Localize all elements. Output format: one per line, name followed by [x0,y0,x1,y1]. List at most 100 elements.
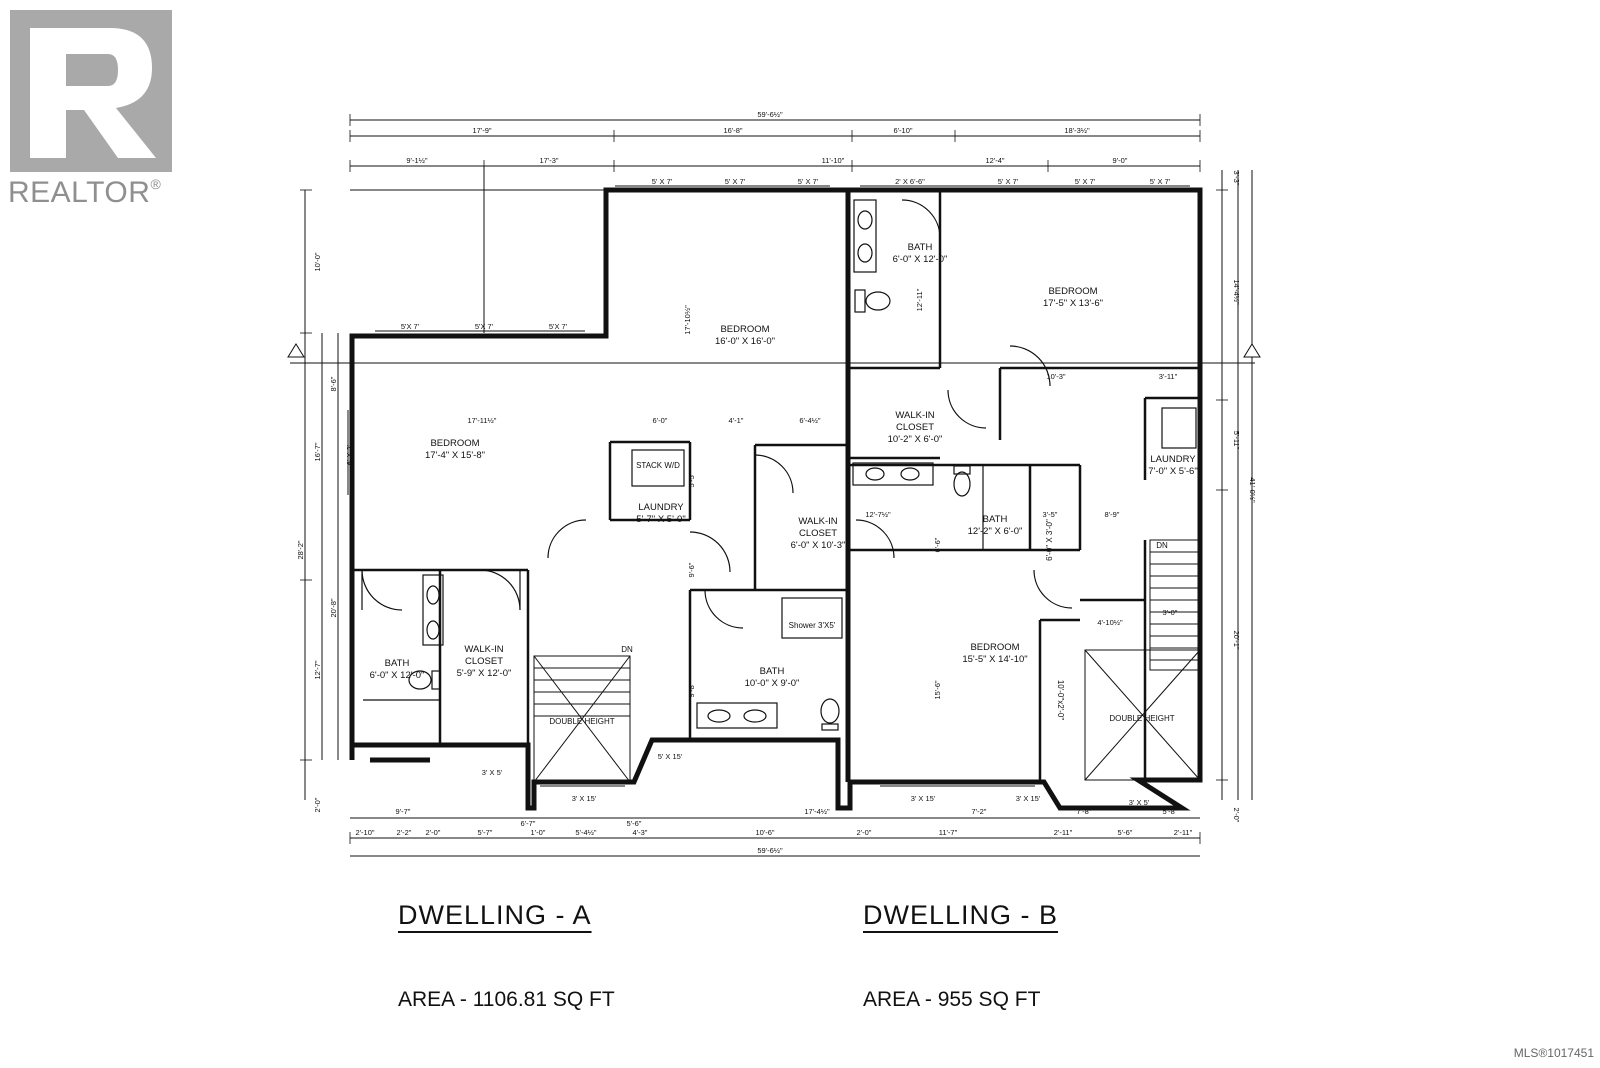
svg-text:17'-4½": 17'-4½" [804,807,830,816]
svg-text:5'-5": 5'-5" [687,472,696,487]
svg-text:17'-11½": 17'-11½" [468,416,497,425]
dwelling-a-title: DWELLING - A [398,900,592,930]
svg-text:9'-0": 9'-0" [1113,156,1128,165]
svg-text:41'-0½": 41'-0½" [1248,477,1257,503]
fixture-labels: STACK W/D Shower 3'X5' DOUBLE HEIGHT DOU… [549,461,1174,726]
room-name: BEDROOM [970,642,1019,653]
svg-text:4'-1": 4'-1" [729,416,744,425]
svg-text:12'-11": 12'-11" [915,288,924,311]
svg-text:2'-0": 2'-0" [857,828,872,837]
room-name: BATH [385,658,410,669]
svg-text:3' X 15': 3' X 15' [1016,794,1041,803]
svg-text:14'-4½": 14'-4½" [1232,279,1241,305]
svg-text:3'-11": 3'-11" [1159,372,1178,381]
overall-bottom-dim: 59'-6½" [757,846,783,855]
svg-text:8'-6": 8'-6" [329,376,338,391]
overall-top-dim: 59'-6½" [757,110,783,119]
room-name: WALK-IN [798,516,837,527]
room-name: CLOSET [465,656,503,667]
svg-text:5' X 7': 5' X 7' [652,177,673,186]
realtor-logo: REALTOR® [8,8,178,213]
room-size: 15'-5" X 14'-10" [962,654,1027,665]
svg-text:2'-0": 2'-0" [426,828,441,837]
svg-text:5'-7": 5'-7" [478,828,493,837]
interior-walls [352,190,1200,782]
room-size: 6'-0" X 12'-0" [370,670,425,681]
svg-text:9'-7": 9'-7" [396,807,411,816]
svg-text:3' X 15': 3' X 15' [911,794,936,803]
svg-text:2'-0": 2'-0" [313,797,322,812]
room-name: WALK-IN [895,410,934,421]
down-label: DN [1156,541,1168,550]
svg-text:8'-9": 8'-9" [1105,510,1120,519]
svg-text:5' X 7': 5' X 7' [1075,177,1096,186]
svg-text:3'-5": 3'-5" [1043,510,1058,519]
svg-text:5' X 7': 5' X 7' [798,177,819,186]
svg-text:5'-6": 5'-6" [1118,828,1133,837]
dwelling-b-title: DWELLING - B [863,900,1059,930]
stairs [533,539,1201,783]
fixtures [363,199,1197,731]
windows [347,185,1190,787]
svg-text:6' X 2': 6' X 2' [345,444,354,465]
svg-text:3' X 15': 3' X 15' [572,794,597,803]
room-name: CLOSET [799,528,837,539]
svg-text:6'-0": 6'-0" [653,416,668,425]
svg-text:6'-7": 6'-7" [521,819,536,828]
svg-text:5'X 7': 5'X 7' [401,322,420,331]
dwelling-a-area: AREA - 1106.81 SQ FT [398,988,615,1011]
room-size: 10'-2" X 6'-0" [888,434,943,445]
svg-text:7'-2": 7'-2" [972,807,987,816]
svg-text:2'-0": 2'-0" [1232,808,1241,823]
room-size: 5'-7" X 5'-0" [636,514,685,525]
room-name: LAUNDRY [638,502,684,513]
double-sink-icon [853,199,877,273]
room-size: 16'-0" X 16'-0" [715,336,775,347]
dwelling-b-area: AREA - 955 SQ FT [863,988,1041,1011]
svg-text:7'-8": 7'-8" [1077,807,1092,816]
svg-text:10'-3": 10'-3" [1046,372,1065,381]
dimension-text: 59'-6½" 59'-6½" 17'-9" 16'-8" 6'-10" 18'… [296,110,1257,855]
svg-text:20'-8": 20'-8" [329,598,338,617]
svg-text:16'-7": 16'-7" [313,442,322,461]
down-label: DN [621,645,633,654]
room-size: 6'-0" X 12'-0" [893,254,948,265]
mls-number: MLS®1017451 [1513,1046,1594,1060]
svg-text:3'-0": 3'-0" [1163,608,1178,617]
svg-text:11'-10": 11'-10" [822,156,845,165]
room-size: 17'-5" X 13'-6" [1043,298,1103,309]
svg-text:12'-7": 12'-7" [313,660,322,679]
room-name: WALK-IN [464,644,503,655]
svg-text:17'-10½": 17'-10½" [683,305,692,335]
svg-text:5' X 7': 5' X 7' [998,177,1019,186]
room-size: 5'-9" X 12'-0" [457,668,512,679]
svg-text:1'-0": 1'-0" [531,828,546,837]
svg-text:12'-4": 12'-4" [985,156,1004,165]
svg-text:11'-7": 11'-7" [939,828,958,837]
room-name: BATH [760,666,785,677]
svg-text:10'-0": 10'-0" [313,252,322,271]
svg-text:2'-11": 2'-11" [1174,828,1193,837]
room-size: 17'-4" X 15'-8" [425,450,485,461]
svg-text:5'-4½": 5'-4½" [575,828,597,837]
svg-text:9'-1½": 9'-1½" [406,156,428,165]
room-name: CLOSET [896,422,934,433]
svg-text:17'-3": 17'-3" [539,156,558,165]
svg-text:9'-6": 9'-6" [687,562,696,577]
svg-text:5' X 7': 5' X 7' [1150,177,1171,186]
svg-text:4'-3": 4'-3" [633,828,648,837]
room-labels: BEDROOM 17'-4" X 15'-8" BEDROOM 16'-0" X… [370,242,1198,689]
svg-text:3' X 5': 3' X 5' [1129,798,1150,807]
svg-text:6'-6": 6'-6" [933,537,942,552]
realtor-wordmark: REALTOR® [8,176,162,209]
svg-text:2'-2": 2'-2" [397,828,412,837]
svg-text:3' X 5': 3' X 5' [482,768,503,777]
svg-text:16'-8": 16'-8" [723,126,742,135]
toilet-icon [854,289,866,313]
room-name: LAUNDRY [1150,454,1196,465]
closet-dim: 10'-0"x2'-0" [1056,680,1065,720]
svg-text:4'-10½": 4'-10½" [1097,618,1123,627]
svg-text:5'-11": 5'-11" [1232,431,1241,450]
svg-text:3'-3": 3'-3" [1232,171,1241,186]
dimension-lines [287,114,1261,857]
